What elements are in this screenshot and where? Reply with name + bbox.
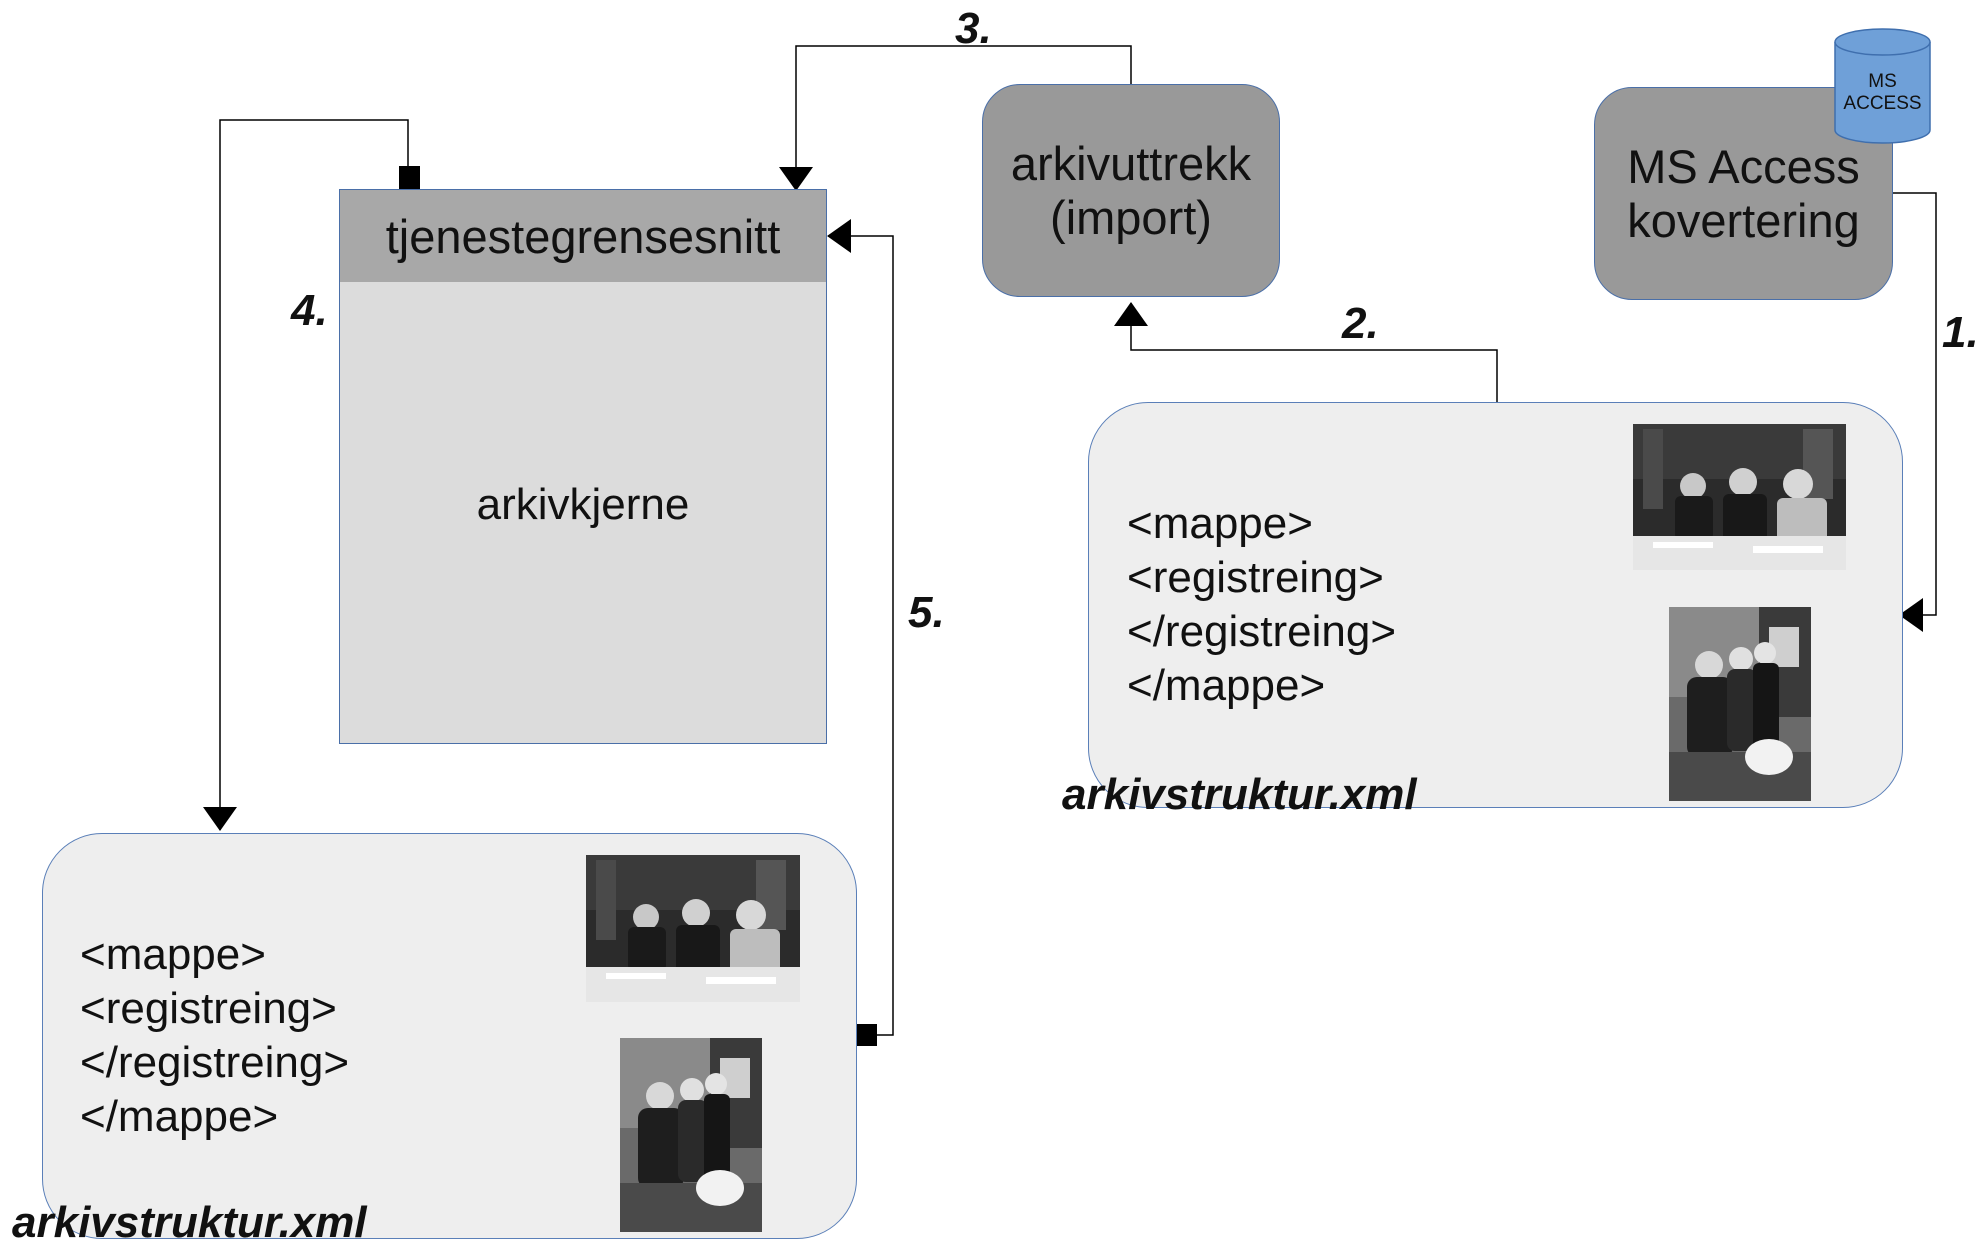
access-conversion-box: MS Access kovertering [1594,87,1893,300]
export-box: arkivuttrekk (import) [982,84,1280,297]
step-label-3: 3. [955,4,992,53]
access-conversion-label: MS Access kovertering [1627,139,1860,247]
xml-filename-right: arkivstruktur.xml [1062,770,1417,819]
core-header: tjenestegrensesnitt [339,189,827,283]
xml-content-left: <mappe> <registreing> </registreing> </m… [80,930,350,1141]
photo-people-right [1669,607,1811,801]
step-label-2: 2. [1342,299,1379,348]
step-label-5: 5. [908,588,945,637]
connector-step-5-end [856,1024,877,1046]
xml-content-right: <mappe> <registreing> </registreing> </m… [1127,499,1397,710]
xml-filename-left: arkivstruktur.xml [12,1198,367,1247]
step-label-1: 1. [1942,308,1979,357]
connector-step-4-end [399,166,420,189]
core-header-label: tjenestegrensesnitt [385,209,781,263]
core-body-label: arkivkjerne [476,479,690,529]
core-body: arkivkjerne [339,282,827,744]
database-icon: MS ACCESS [1834,28,1931,146]
database-label: MS ACCESS [1843,71,1922,114]
connector-step-3 [779,45,1132,191]
connector-step-4 [203,119,409,831]
connector-step-2 [1114,302,1498,402]
photo-meeting-left [586,855,800,1002]
photo-meeting-right [1633,424,1846,570]
connector-step-5 [827,219,894,1036]
connector-step-1 [1893,192,1937,632]
export-box-label: arkivuttrekk (import) [1010,136,1252,244]
photo-people-left [620,1038,762,1232]
step-label-4: 4. [291,286,328,335]
